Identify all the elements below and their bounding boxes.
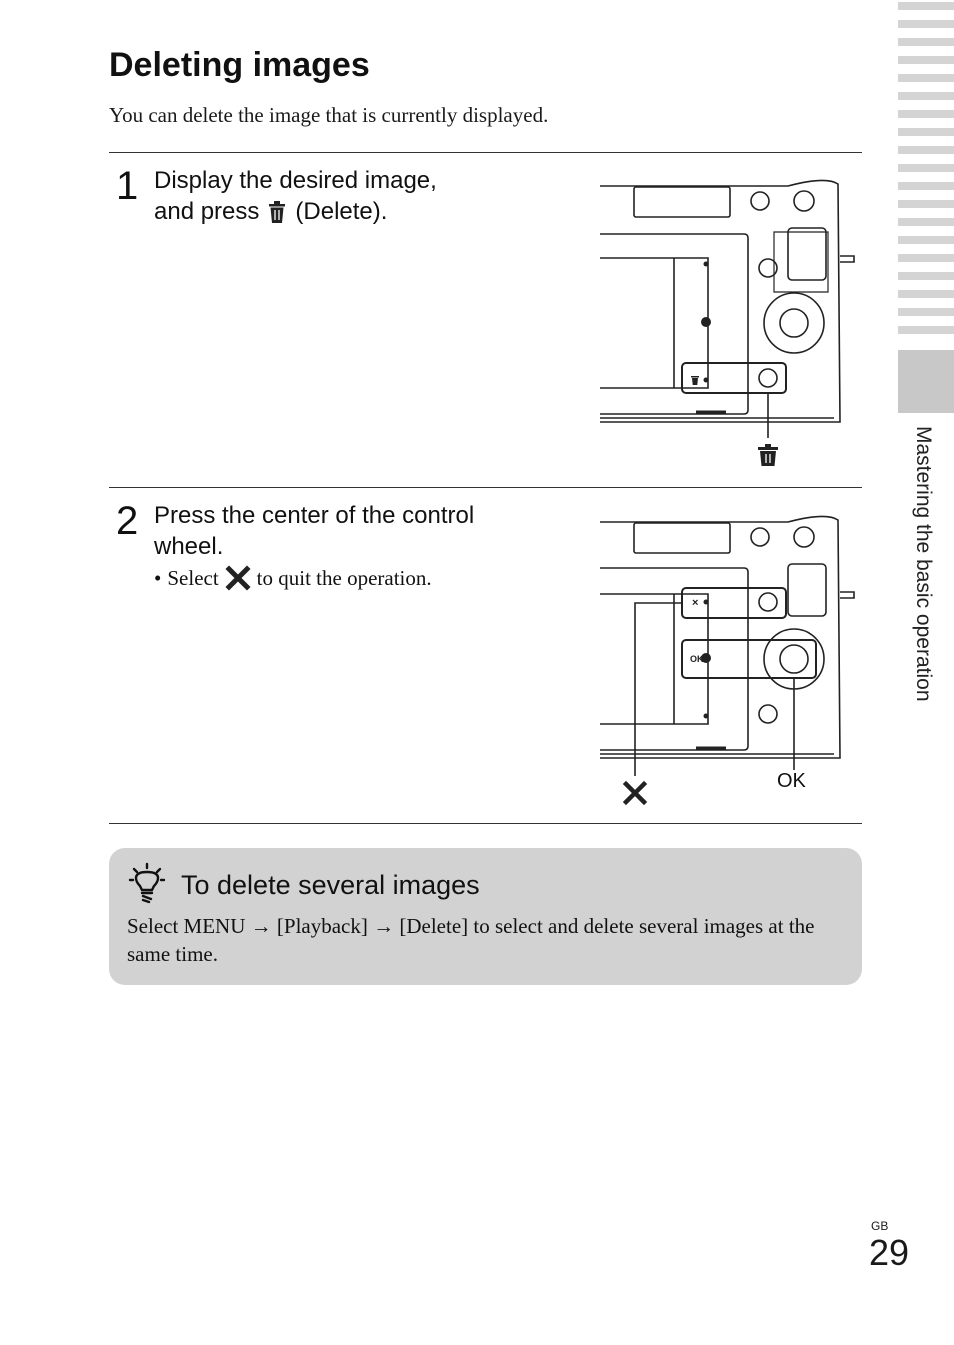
tab-stripe [898,290,954,298]
step-2-line1: Press the center of the control [154,502,475,529]
tab-stripe [898,38,954,46]
side-tab-label: Mastering the basic operation [912,426,935,702]
tab-stripe [898,236,954,244]
divider [109,823,862,824]
camera-back-figure-2: × OK [600,515,855,806]
trash-icon [758,444,778,466]
step-1-text: Display the desired image, and press (De… [154,165,437,227]
tab-stripe [898,56,954,64]
ok-label: OK [777,770,806,792]
tab-current-marker [898,350,954,413]
hint-title: To delete several images [181,870,480,900]
step-1-number: 1 [116,164,139,208]
tab-stripe [898,182,954,190]
step-2-line2: wheel. [154,533,224,560]
screen-x-label: × [692,597,698,609]
tab-stripe [898,2,954,10]
region-code: GB [871,1219,889,1233]
bullet-dot: • [154,565,162,590]
trash-icon [691,376,699,385]
tab-stripe [898,74,954,82]
step-1-line2-after: (Delete). [295,198,388,225]
step-1-line2: and press (Delete). [154,196,437,227]
hint-box [109,848,862,985]
tab-stripe [898,200,954,208]
page-number: 29 [869,1232,910,1273]
lightbulb-icon [128,862,166,904]
divider [109,152,862,153]
tab-stripe [898,326,954,334]
x-mark-icon [622,780,648,806]
trash-icon [269,200,286,223]
tab-stripe [898,128,954,136]
divider [109,487,862,488]
tab-stripe [898,272,954,280]
tab-stripe [898,218,954,226]
bullet-text-after: to quit the operation. [256,565,432,590]
step-2-text: Press the center of the control wheel. [154,500,474,562]
tab-stripe [898,164,954,172]
tab-stripe [898,110,954,118]
intro-text: You can delete the image that is current… [109,103,549,127]
camera-back-figure-1 [600,179,855,466]
step-1-line1: Display the desired image, [154,167,437,194]
tab-stripe [898,20,954,28]
tab-stripe [898,146,954,154]
step-1-line2-before: and press [154,198,260,225]
tab-stripe [898,92,954,100]
tab-stripe [898,254,954,262]
page-title: Deleting images [109,46,370,84]
hint-body: Select MENU → [Playback] → [Delete] to s… [127,914,815,966]
step-2-bullet: • Select to quit the operation. [154,565,432,591]
tab-stripe [898,308,954,316]
bullet-text-before: Select [167,565,219,590]
screen-ok-label: OK [690,654,704,664]
step-2-number: 2 [116,499,139,543]
x-mark-icon [225,565,251,591]
